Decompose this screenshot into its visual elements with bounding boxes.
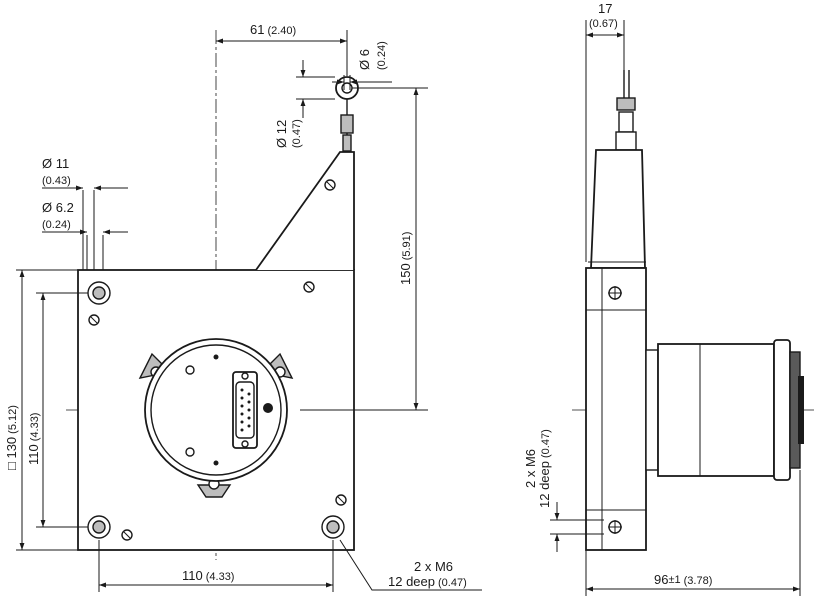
label-diameter-6: Ø 6 (357, 49, 372, 70)
label-diameter-12: Ø 12 (274, 120, 289, 148)
plate-screws (88, 281, 347, 541)
mounting-hole-bottom-right (321, 515, 345, 539)
side-upper-housing (590, 149, 646, 269)
label-61: 61(2.40) (250, 22, 296, 37)
side-encoder-cap (773, 339, 791, 481)
cable-outlet-arm (255, 151, 355, 271)
thread-note-line1: 2 x M6 (414, 559, 453, 574)
side-thread-note-line2: 12 deep(0.47) (537, 429, 552, 508)
label-110-vertical: 110(4.33) (26, 413, 41, 465)
side-wire-clamp (616, 97, 636, 111)
label-130: □ 130(5.12) (4, 405, 19, 470)
side-thread-note-line1: 2 x M6 (523, 449, 538, 488)
side-plate (585, 267, 647, 551)
thread-note-line2: 12 deep(0.47) (388, 574, 467, 589)
mounting-hole-bottom-left (87, 515, 111, 539)
label-17: 17 (598, 1, 612, 16)
side-encoder-body (657, 343, 775, 477)
label-diameter-6-2-inch: (0.24) (42, 219, 71, 231)
label-diameter-11-inch: (0.43) (42, 175, 71, 187)
label-diameter-6-inch: (0.24) (376, 41, 388, 70)
label-diameter-12-inch: (0.47) (291, 119, 303, 148)
dsub-connector (232, 371, 273, 449)
label-17-inch: (0.67) (589, 18, 618, 30)
label-96: 96±1(3.78) (654, 572, 712, 587)
side-view: 17 (0.67) 2 x M6 12 deep(0.47) 96±1(3.78… (523, 1, 814, 596)
wire-ferrule (342, 134, 352, 152)
wire-clamp (340, 114, 354, 134)
side-wire-fitting (618, 111, 634, 133)
label-110-horizontal: 110(4.33) (182, 568, 234, 583)
label-150: 150(5.91) (398, 232, 413, 285)
side-encoder-adapter (645, 349, 659, 471)
mounting-hole-top-left (87, 281, 111, 305)
front-view: 61(2.40) Ø 6 (0.24) Ø 12 (0.47) Ø 11 (0.… (4, 22, 482, 592)
label-diameter-11: Ø 11 (42, 156, 69, 171)
thread-note-leader (339, 539, 482, 591)
label-diameter-6-2: Ø 6.2 (42, 200, 74, 215)
